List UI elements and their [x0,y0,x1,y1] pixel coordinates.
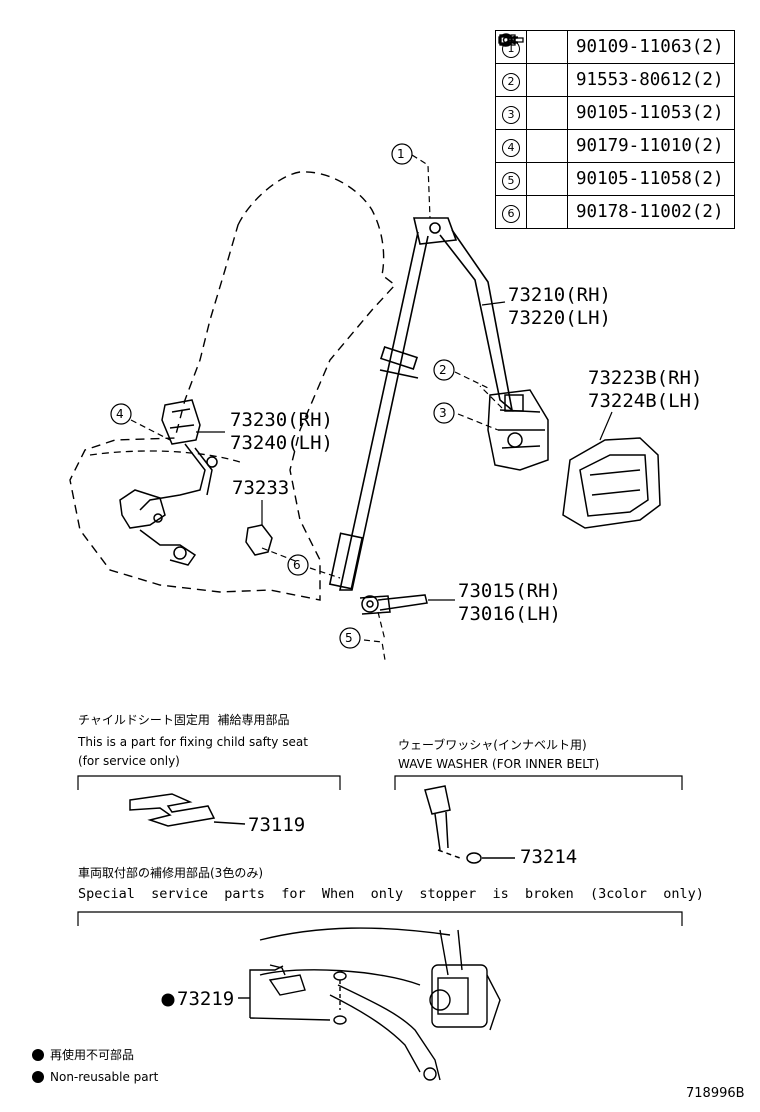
label-73119: 73119 [248,814,306,836]
label-cover-lh: 73224B(LH) [588,390,703,412]
label-belt-rh: 73210(RH) [508,284,611,306]
bolt-icon [497,30,568,64]
bolt-row: 3 90105-11053(2) [495,33,735,130]
retractor-cover [562,437,661,529]
legend-dot-2 [32,1071,44,1083]
label-73214: 73214 [520,846,578,868]
bolt-row: 5 90105-11058(2) [495,33,735,196]
nonreusable-dot-73219 [161,993,175,1007]
label-bracket: 73233 [232,477,290,499]
row-number: 3 [502,105,520,124]
retractor [487,389,549,471]
nut-icon [498,32,568,229]
callout-1: 1 [397,147,405,161]
seat-outline [69,171,397,601]
part-number: 90179-11010(2) [567,129,735,163]
stopper-detail [238,927,501,1081]
part-number: 90178-11002(2) [567,195,735,229]
bolt-row: 4 90179-11010(2) [495,32,735,163]
callout-3: 3 [439,406,447,420]
bolt-row: 2 91553-80612(2) [495,34,735,97]
bolt-icon [498,33,568,196]
part-number: 90105-11058(2) [567,162,735,196]
row-number: 4 [502,138,520,157]
child-seat-en1: This is a part for fixing child safty se… [78,735,308,749]
callout-circles [110,143,455,649]
anchor-73015 [359,594,428,615]
bolt-row: 6 90178-11002(2) [495,32,735,229]
label-buckle-lh: 73240(LH) [230,432,333,454]
part-73119 [129,793,246,827]
part-number: 90105-11053(2) [567,96,735,130]
callout-6: 6 [293,558,301,572]
part-73214 [424,785,515,864]
label-cover-rh: 73223B(RH) [588,367,703,389]
wave-washer-en: WAVE WASHER (FOR INNER BELT) [398,757,600,771]
buckle-assembly [119,399,218,566]
label-73219: 73219 [177,988,235,1010]
row-number: 6 [502,204,520,223]
part-number: 91553-80612(2) [567,63,735,97]
row-number: 2 [502,72,520,91]
callout-2: 2 [439,363,447,377]
legend-jp: 再使用不可部品 [50,1048,135,1062]
callout-4: 4 [116,407,124,421]
stopper-en: Special service parts for When only stop… [78,886,704,902]
wave-washer-jp: ウェーブワッシャ(インナベルト用) [398,738,587,752]
screw-icon [498,34,568,97]
label-anchor-lh: 73016(LH) [458,603,561,625]
legend-en: Non-reusable part [50,1070,159,1084]
callout-5: 5 [345,631,353,645]
bolt-icon [499,33,568,130]
label-buckle-rh: 73230(RH) [230,409,333,431]
child-seat-jp: チャイルドシート固定用 補給専用部品 [78,713,290,727]
label-belt-lh: 73220(LH) [508,307,611,329]
bracket-73233 [245,524,273,556]
label-anchor-rh: 73015(RH) [458,580,561,602]
child-seat-en2: (for service only) [78,754,180,768]
row-number: 5 [502,171,520,190]
section-brackets [77,775,683,926]
legend-dot-1 [32,1049,44,1061]
nut-icon [498,32,568,163]
part-number: 90109-11063(2) [567,30,735,64]
diagram-id: 718996B [686,1086,745,1101]
stopper-jp: 車両取付部の補修用部品(3色のみ) [78,866,263,880]
leader-lines [130,154,613,661]
seat-belt-webbing [328,217,514,591]
